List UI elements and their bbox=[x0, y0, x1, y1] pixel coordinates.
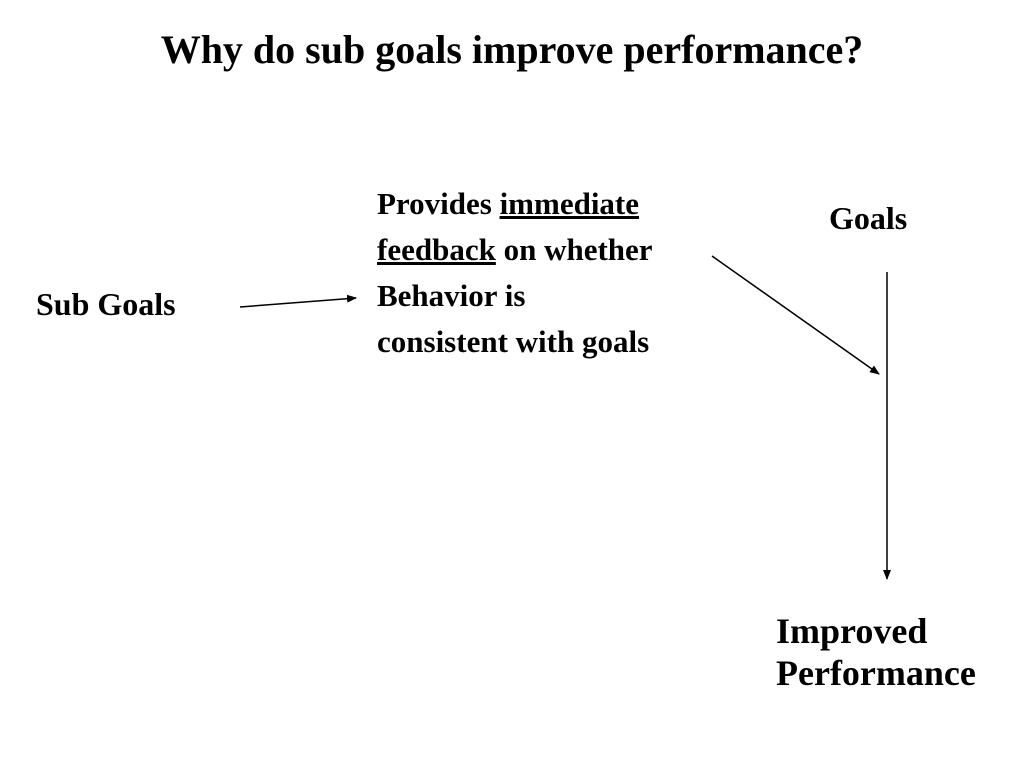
node-goals: Goals bbox=[829, 200, 908, 236]
feedback-line-4: consistent with goals bbox=[377, 324, 650, 359]
feedback-immediate: immediate bbox=[499, 186, 640, 221]
feedback-line-3: Behavior is bbox=[377, 278, 526, 313]
slide-title: Why do sub goals improve performance? bbox=[160, 27, 864, 72]
arrow-feedback-to-goals-line bbox=[711, 255, 880, 375]
feedback-on-whether: on whether bbox=[495, 232, 653, 267]
feedback-line-2: feedback on whether bbox=[377, 227, 653, 273]
node-sub-goals: Sub Goals bbox=[36, 286, 176, 322]
improved-line-1: Improved bbox=[776, 611, 928, 651]
feedback-provides: Provides bbox=[377, 186, 500, 221]
feedback-line-1: Provides immediate bbox=[377, 181, 653, 227]
node-feedback: Provides immediate feedback on whether B… bbox=[377, 181, 653, 365]
arrow-sub-goals-to-feedback bbox=[239, 294, 357, 308]
improved-line-2: Performance bbox=[776, 653, 976, 693]
node-improved-performance: Improved Performance bbox=[776, 610, 976, 694]
feedback-feedback: feedback bbox=[377, 232, 496, 267]
